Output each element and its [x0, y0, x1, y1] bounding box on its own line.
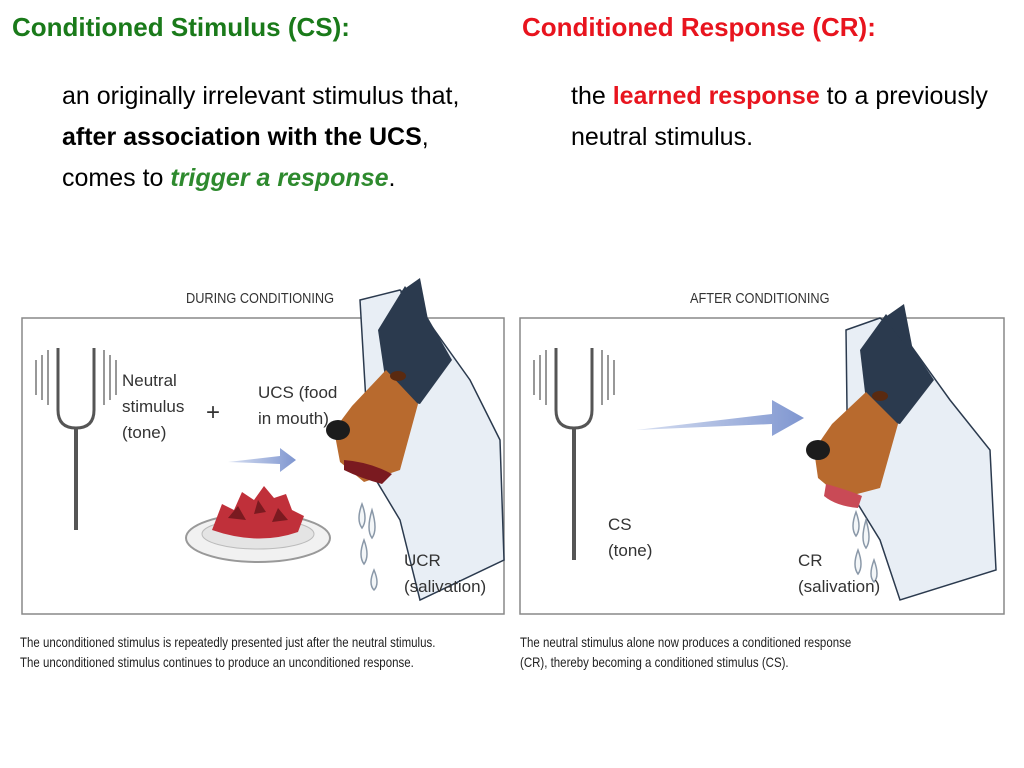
dog-salivating-icon — [326, 278, 505, 602]
ucs-label: UCS (food in mouth) — [258, 383, 342, 428]
cr-def-emphasis: learned response — [612, 82, 820, 110]
cs-def-text-1: an originally irrelevant stimulus that, — [62, 82, 460, 110]
cs-def-text-2: , comes to — [62, 123, 429, 192]
during-caption-line: The unconditioned stimulus is repeatedly… — [20, 634, 436, 650]
after-arrow — [636, 400, 804, 436]
neutral-stimulus-label: Neutral stimulus (tone) — [122, 371, 189, 442]
after-caption-line: (CR), thereby becoming a conditioned sti… — [520, 654, 789, 670]
plus-sign: + — [206, 399, 220, 426]
cs-def-text-3: . — [388, 164, 396, 192]
cs-def-emphasis: trigger a response — [170, 164, 389, 192]
during-caption: The unconditioned stimulus is repeatedly… — [20, 632, 435, 672]
food-plate-icon — [185, 486, 331, 563]
after-caption-line: The neutral stimulus alone now produces … — [520, 634, 852, 650]
saliva-drops-icon — [358, 501, 378, 592]
after-conditioning-title: AFTER CONDITIONING — [690, 290, 830, 307]
cr-def-text-1: the — [571, 82, 613, 110]
during-caption-line: The unconditioned stimulus continues to … — [20, 654, 414, 670]
cr-heading: Conditioned Response (CR): — [522, 12, 876, 42]
during-arrow — [228, 448, 296, 472]
tuning-fork-icon — [35, 348, 117, 530]
saliva-drops-icon-after — [852, 509, 878, 584]
tuning-fork-icon-after — [533, 348, 615, 560]
cs-heading: Conditioned Stimulus (CS): — [12, 12, 350, 42]
cr-def-text-2: to a previously neutral stimulus. — [571, 82, 988, 151]
cs-label: CS (tone) — [608, 515, 652, 560]
ucr-label: UCR (salivation) — [404, 551, 486, 596]
after-caption: The neutral stimulus alone now produces … — [520, 632, 851, 672]
cr-definition: the learned response to a previously neu… — [571, 76, 1011, 158]
dog-salivating-icon-after — [806, 304, 997, 601]
cs-def-bold: after association with the UCS — [62, 123, 422, 151]
cs-definition: an originally irrelevant stimulus that, … — [62, 76, 502, 199]
cr-label: CR (salivation) — [798, 551, 880, 596]
during-conditioning-title: DURING CONDITIONING — [186, 290, 335, 307]
